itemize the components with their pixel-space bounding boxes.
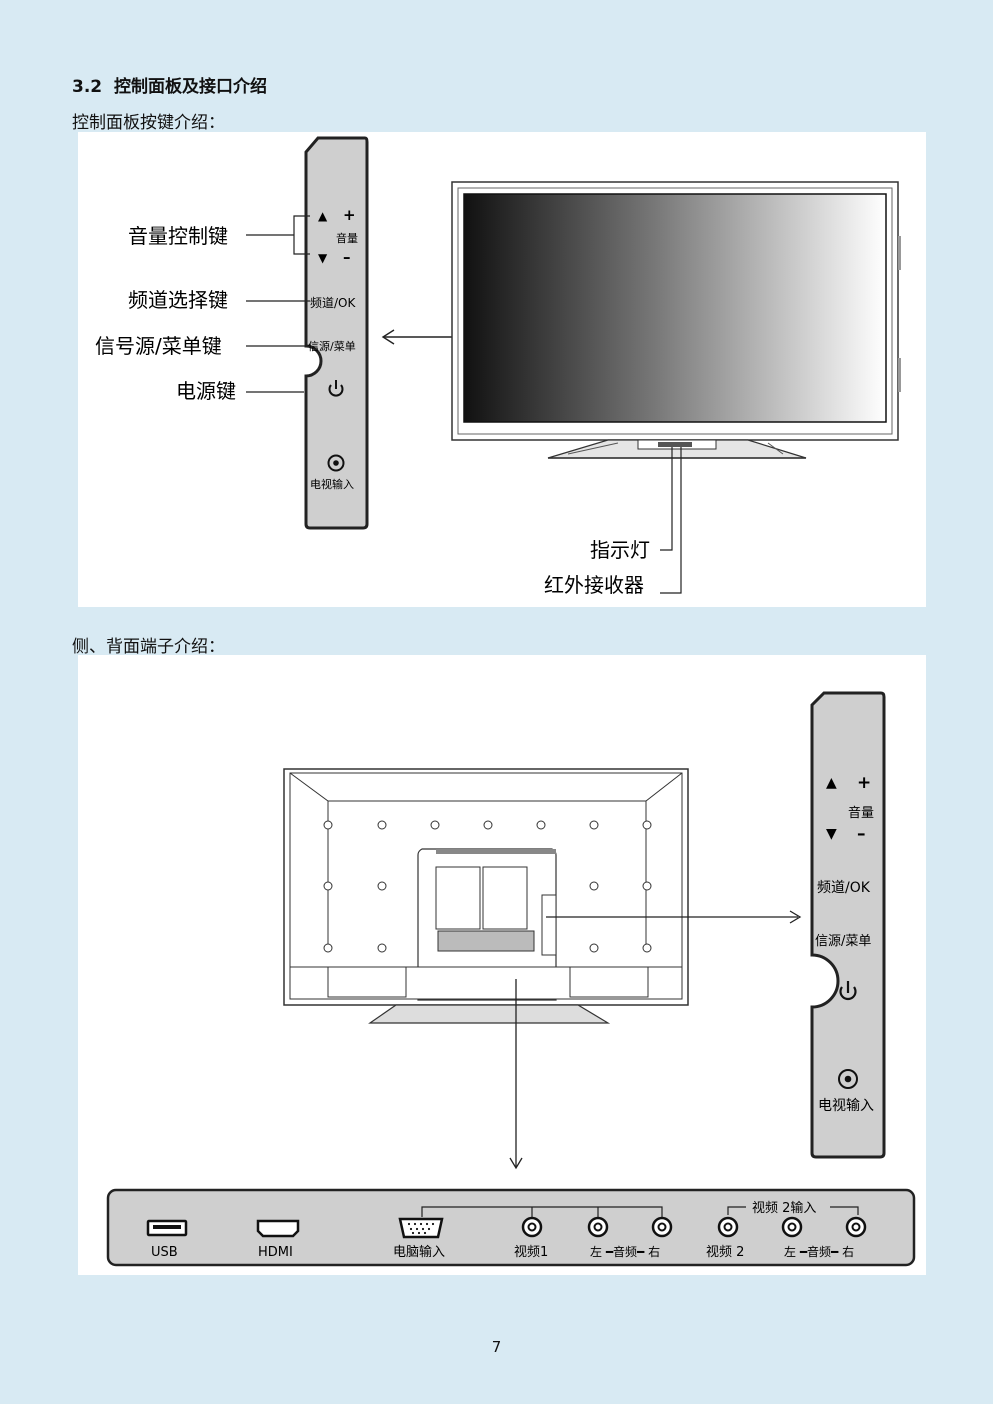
power-icon bbox=[328, 380, 344, 397]
section-heading: 控制面板及接口介绍 bbox=[114, 77, 268, 97]
side-panel-shape bbox=[304, 136, 369, 530]
port-bar: USB HDMI 电脑输入 视频1 左 ━ bbox=[106, 1188, 916, 1267]
tv-input-jack-icon-2 bbox=[838, 1069, 858, 1089]
rca-video1-jack-icon bbox=[521, 1216, 543, 1238]
arrow-to-side-panel bbox=[546, 910, 802, 924]
port-video2-input-label: 视频 2输入 bbox=[752, 1200, 816, 1216]
vol-minus-2: – bbox=[857, 824, 866, 844]
tv-front bbox=[451, 181, 901, 459]
port-video1-label: 视频1 bbox=[514, 1245, 548, 1260]
port-audio-lr-1-label: 左 ━音频━ 右 bbox=[590, 1244, 660, 1259]
control-panel-figure: ▲ + 音量 ▼ – 频道/OK 信源/菜单 电视输入 音量控制键 频道选择键 … bbox=[78, 132, 926, 607]
vol-plus-2: + bbox=[857, 773, 871, 793]
vol-label: 音量 bbox=[336, 231, 358, 245]
vol-minus: – bbox=[343, 248, 351, 266]
vga-port-icon bbox=[398, 1217, 444, 1239]
panel-channel-ok: 频道/OK bbox=[310, 296, 356, 310]
callout-source: 信号源/菜单键 bbox=[95, 334, 222, 358]
vol-down-arrow-2: ▼ bbox=[826, 826, 837, 842]
vol-label-2: 音量 bbox=[848, 805, 874, 821]
callout-indicator: 指示灯 bbox=[590, 538, 650, 562]
tv-back bbox=[283, 768, 689, 1024]
ports-heading: 侧、背面端子介绍： bbox=[72, 637, 225, 657]
panel-source-menu-2: 信源/菜单 bbox=[815, 934, 871, 949]
panel-tv-input-2: 电视输入 bbox=[818, 1098, 874, 1114]
port-video2-label: 视频 2 bbox=[706, 1245, 744, 1260]
front-callout-lines bbox=[660, 447, 682, 594]
port-usb-label: USB bbox=[151, 1245, 178, 1260]
vol-up-arrow-2: ▲ bbox=[826, 775, 837, 791]
hdmi-port-icon bbox=[256, 1219, 300, 1238]
callout-lines bbox=[246, 215, 310, 393]
rca-audio-left1-jack-icon bbox=[587, 1216, 609, 1238]
section-title: 3.2 控制面板及接口介绍 bbox=[72, 72, 267, 97]
vol-up-arrow: ▲ bbox=[318, 209, 328, 223]
ports-diagram: ▲ + 音量 ▼ – 频道/OK 信源/菜单 电视输入 USB bbox=[106, 691, 916, 1267]
callout-power: 电源键 bbox=[176, 379, 236, 403]
ports-figure: ▲ + 音量 ▼ – 频道/OK 信源/菜单 电视输入 USB bbox=[78, 655, 926, 1275]
port-pc-input-label: 电脑输入 bbox=[393, 1244, 445, 1260]
control-panel-heading: 控制面板按键介绍： bbox=[72, 113, 225, 133]
port-hdmi-label: HDMI bbox=[258, 1245, 293, 1260]
rca-video2-jack-icon bbox=[717, 1216, 739, 1238]
side-panel-shape-2 bbox=[810, 691, 886, 1159]
callout-channel: 频道选择键 bbox=[128, 288, 228, 312]
vol-down-arrow: ▼ bbox=[318, 251, 328, 265]
power-icon-2 bbox=[839, 981, 857, 1001]
arrow-to-panel bbox=[381, 329, 454, 345]
vol-plus: + bbox=[343, 206, 356, 224]
callout-ir-receiver: 红外接收器 bbox=[544, 573, 644, 597]
rca-audio-right2-jack-icon bbox=[845, 1216, 867, 1238]
port-audio-lr-2-label: 左 ━音频━ 右 bbox=[784, 1244, 854, 1259]
page-number: 7 bbox=[491, 1338, 502, 1356]
arrow-to-port-bar bbox=[509, 979, 523, 1170]
control-panel-diagram: ▲ + 音量 ▼ – 频道/OK 信源/菜单 电视输入 音量控制键 频道选择键 … bbox=[95, 136, 901, 597]
usb-port-icon bbox=[146, 1219, 188, 1237]
panel-tv-input: 电视输入 bbox=[310, 477, 354, 491]
rca-audio-left2-jack-icon bbox=[781, 1216, 803, 1238]
panel-source-menu: 信源/菜单 bbox=[308, 339, 356, 353]
callout-volume: 音量控制键 bbox=[128, 224, 228, 248]
panel-channel-ok-2: 频道/OK bbox=[817, 880, 871, 896]
section-number: 3.2 bbox=[72, 77, 103, 97]
rca-audio-right1-jack-icon bbox=[651, 1216, 673, 1238]
tv-input-jack-icon bbox=[327, 454, 345, 472]
